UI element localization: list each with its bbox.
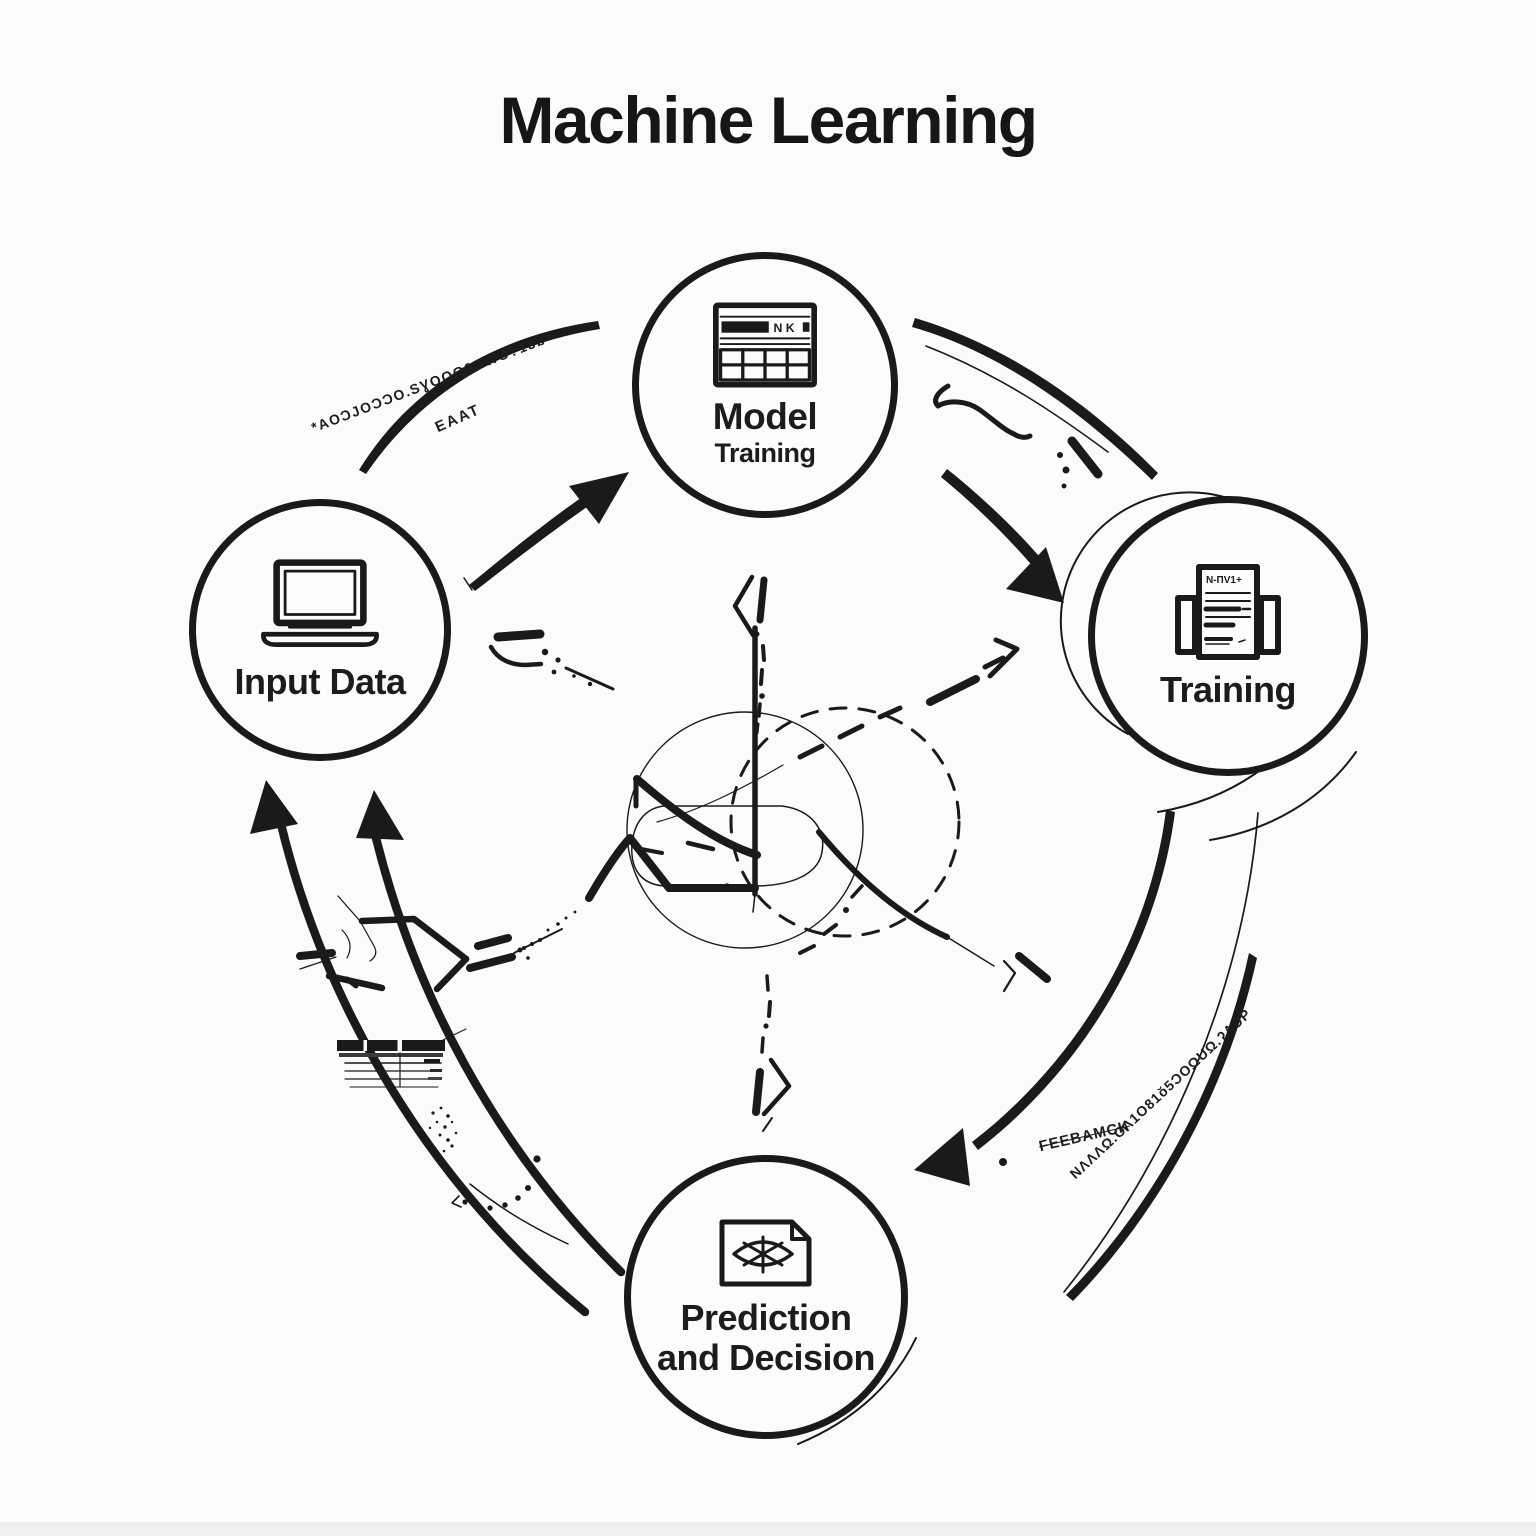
laptop-icon — [261, 559, 379, 647]
printer-document-icon: N-ПV1+ — [1175, 563, 1281, 660]
arrow-model-to-training — [941, 469, 1064, 603]
center-abstract-art — [585, 574, 1051, 1132]
arcs-prediction-to-input — [250, 780, 626, 1317]
dash-scribbles-left — [488, 629, 615, 691]
arc-training-to-prediction — [914, 810, 1259, 1301]
dotted-curve-sketch — [428, 1106, 541, 1211]
node-sublabel: Training — [714, 437, 816, 468]
arc-model-to-training — [912, 318, 1158, 489]
node-label: Prediction — [680, 1296, 852, 1338]
node-label: Training — [1159, 668, 1297, 710]
diagram-title: Machine Learning — [499, 83, 1038, 157]
bottom-shade-strip — [0, 1522, 1536, 1536]
mini-table-sketch — [337, 1028, 467, 1088]
node-input-data: Input Data — [189, 499, 451, 761]
node-training: N-ПV1+ Training — [1088, 496, 1368, 776]
node-prediction-decision: Prediction and Decision — [624, 1155, 908, 1439]
arrow-input-to-model — [469, 472, 629, 591]
node-model-training: N K Model Training — [632, 252, 898, 518]
pentagon-sketch — [296, 895, 470, 993]
table-header-marks: N K — [774, 321, 795, 335]
dash-scribbles-mid — [466, 910, 577, 972]
node-sublabel: and Decision — [656, 1337, 876, 1378]
document-header-marks: N-ПV1+ — [1206, 575, 1242, 586]
table-grid-icon: N K — [713, 302, 817, 388]
node-label: Model — [712, 396, 818, 438]
node-label: Input Data — [234, 660, 407, 702]
pie-document-icon — [719, 1219, 812, 1287]
